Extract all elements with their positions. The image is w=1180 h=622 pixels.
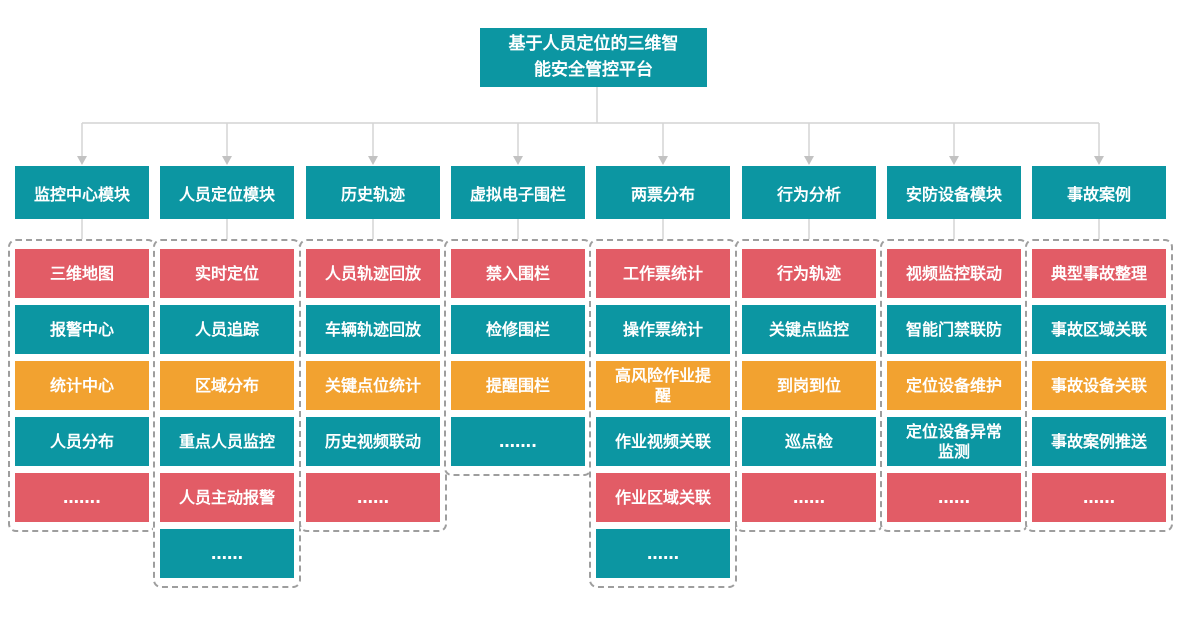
arrow-down-icon [1094, 156, 1104, 165]
module-header-two-ticket-distribution: 两票分布 [596, 166, 730, 219]
module-item: 行为轨迹 [742, 249, 876, 298]
module-column-two-ticket-distribution: 两票分布工作票统计操作票统计高风险作业提醒作业视频关联作业区域关联 …… [589, 166, 737, 588]
module-column-behavior-analysis: 行为分析行为轨迹关键点监控到岗到位巡点检 …… [735, 166, 883, 532]
module-header-behavior-analysis: 行为分析 [742, 166, 876, 219]
module-column-personnel-positioning: 人员定位模块实时定位人员追踪区域分布重点人员监控人员主动报警 …… [153, 166, 301, 588]
module-item: 关键点位统计 [306, 361, 440, 410]
arrow-down-icon [368, 156, 378, 165]
module-item: 作业视频关联 [596, 417, 730, 466]
module-item: …… [160, 529, 294, 578]
module-item: 历史视频联动 [306, 417, 440, 466]
module-item: ……. [15, 473, 149, 522]
module-item: 事故区域关联 [1032, 305, 1166, 354]
module-item: 关键点监控 [742, 305, 876, 354]
module-item: 工作票统计 [596, 249, 730, 298]
module-item: 人员主动报警 [160, 473, 294, 522]
module-item: 人员轨迹回放 [306, 249, 440, 298]
module-column-security-equipment: 安防设备模块视频监控联动智能门禁联防定位设备维护定位设备异常监测 …… [880, 166, 1028, 532]
module-item: …… [596, 529, 730, 578]
module-item: …… [887, 473, 1021, 522]
module-header-personnel-positioning: 人员定位模块 [160, 166, 294, 219]
module-item: …… [742, 473, 876, 522]
module-item: 作业区域关联 [596, 473, 730, 522]
arrow-down-icon [949, 156, 959, 165]
module-item: 事故设备关联 [1032, 361, 1166, 410]
module-item: 典型事故整理 [1032, 249, 1166, 298]
module-items-container: 三维地图报警中心统计中心人员分布 ……. [8, 239, 156, 532]
arrow-down-icon [658, 156, 668, 165]
module-item: …… [306, 473, 440, 522]
module-items-container: 工作票统计操作票统计高风险作业提醒作业视频关联作业区域关联 …… [589, 239, 737, 588]
module-items-container: 视频监控联动智能门禁联防定位设备维护定位设备异常监测 …… [880, 239, 1028, 532]
arrow-down-icon [513, 156, 523, 165]
module-item: 区域分布 [160, 361, 294, 410]
module-item: 定位设备异常监测 [887, 417, 1021, 466]
module-header-virtual-fence: 虚拟电子围栏 [451, 166, 585, 219]
module-items-container: 实时定位人员追踪区域分布重点人员监控人员主动报警 …… [153, 239, 301, 588]
module-column-virtual-fence: 虚拟电子围栏禁入围栏检修围栏提醒围栏 ……. [444, 166, 592, 476]
module-item: 操作票统计 [596, 305, 730, 354]
arrow-down-icon [222, 156, 232, 165]
module-item: 重点人员监控 [160, 417, 294, 466]
module-item: 到岗到位 [742, 361, 876, 410]
module-item: 提醒围栏 [451, 361, 585, 410]
module-items-container: 行为轨迹关键点监控到岗到位巡点检 …… [735, 239, 883, 532]
arrow-down-icon [804, 156, 814, 165]
module-column-history-track: 历史轨迹人员轨迹回放车辆轨迹回放关键点位统计历史视频联动 …… [299, 166, 447, 532]
module-header-accident-case: 事故案例 [1032, 166, 1166, 219]
module-item: 定位设备维护 [887, 361, 1021, 410]
module-items-container: 人员轨迹回放车辆轨迹回放关键点位统计历史视频联动 …… [299, 239, 447, 532]
module-items-container: 典型事故整理事故区域关联事故设备关联事故案例推送 …… [1025, 239, 1173, 532]
module-header-monitoring-center: 监控中心模块 [15, 166, 149, 219]
arrow-down-icon [77, 156, 87, 165]
module-item: 车辆轨迹回放 [306, 305, 440, 354]
module-item: 三维地图 [15, 249, 149, 298]
module-column-accident-case: 事故案例典型事故整理事故区域关联事故设备关联事故案例推送 …… [1025, 166, 1173, 532]
module-items-container: 禁入围栏检修围栏提醒围栏 ……. [444, 239, 592, 476]
platform-title: 基于人员定位的三维智能安全管控平台 [480, 28, 707, 87]
module-item: 人员追踪 [160, 305, 294, 354]
module-item: 实时定位 [160, 249, 294, 298]
module-item: 统计中心 [15, 361, 149, 410]
module-item: 视频监控联动 [887, 249, 1021, 298]
module-header-security-equipment: 安防设备模块 [887, 166, 1021, 219]
module-item: 智能门禁联防 [887, 305, 1021, 354]
module-item: 检修围栏 [451, 305, 585, 354]
module-item: ……. [451, 417, 585, 466]
module-item: 禁入围栏 [451, 249, 585, 298]
module-item: 巡点检 [742, 417, 876, 466]
module-item: 报警中心 [15, 305, 149, 354]
module-item: 事故案例推送 [1032, 417, 1166, 466]
module-column-monitoring-center: 监控中心模块三维地图报警中心统计中心人员分布 ……. [8, 166, 156, 532]
module-item: 人员分布 [15, 417, 149, 466]
module-item: 高风险作业提醒 [596, 361, 730, 410]
module-header-history-track: 历史轨迹 [306, 166, 440, 219]
module-item: …… [1032, 473, 1166, 522]
